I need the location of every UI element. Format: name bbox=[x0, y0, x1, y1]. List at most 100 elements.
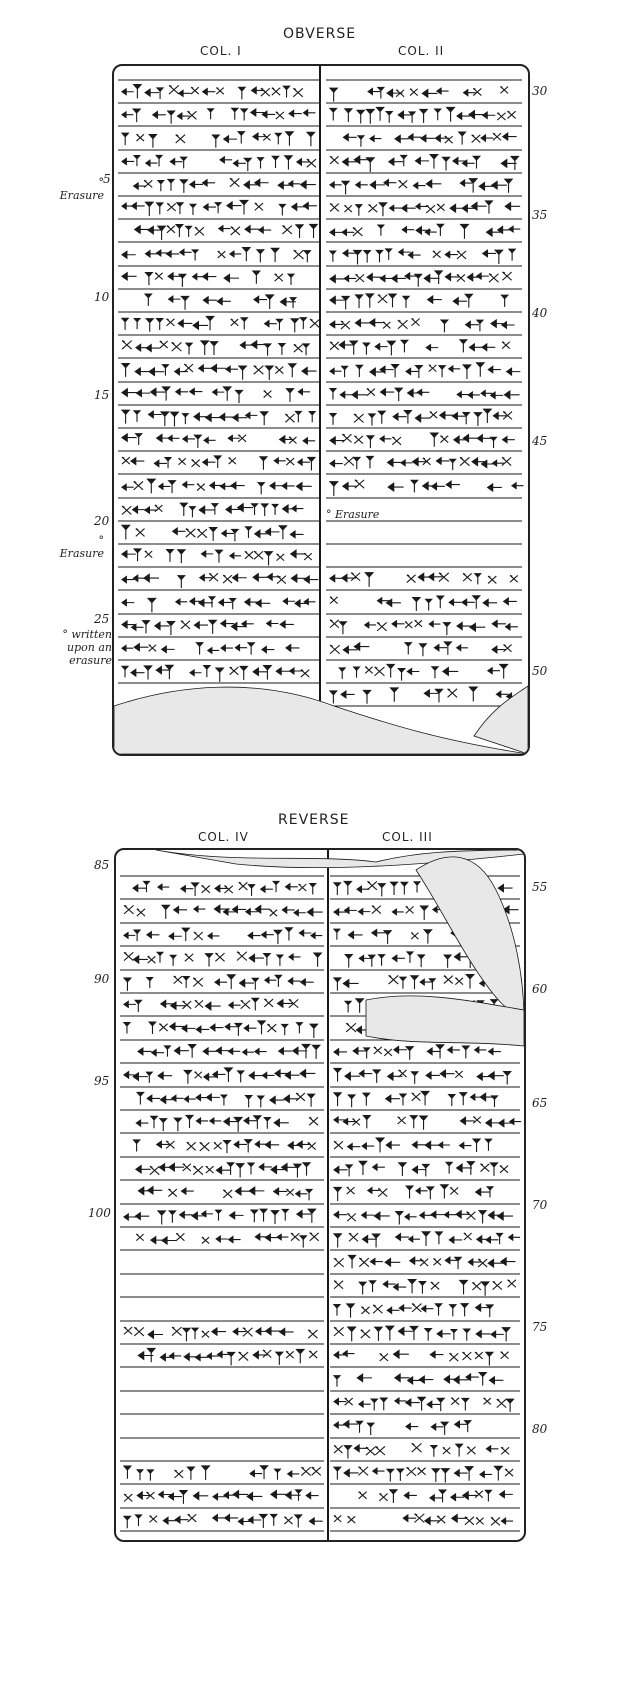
cuneiform-wedge bbox=[295, 1348, 306, 1364]
cuneiform-wedge bbox=[426, 1400, 441, 1409]
cuneiform-wedge bbox=[132, 1139, 141, 1152]
cuneiform-wedge bbox=[184, 953, 194, 962]
cuneiform-wedge bbox=[365, 1446, 376, 1456]
cuneiform-wedge bbox=[134, 1164, 151, 1175]
cuneiform-wedge bbox=[466, 1211, 476, 1221]
cuneiform-wedge bbox=[236, 502, 254, 513]
cuneiform-wedge bbox=[202, 202, 216, 212]
reverse-tablet-drawing bbox=[114, 848, 526, 1542]
cuneiform-wedge bbox=[178, 248, 192, 257]
line-number: 70 bbox=[532, 1198, 548, 1212]
cuneiform-wedge bbox=[166, 318, 175, 327]
cuneiform-wedge bbox=[371, 905, 382, 914]
cuneiform-wedge bbox=[132, 929, 142, 942]
cuneiform-wedge bbox=[484, 1351, 495, 1366]
cuneiform-wedge bbox=[183, 363, 194, 373]
cuneiform-wedge bbox=[329, 619, 340, 629]
cuneiform-wedge bbox=[428, 364, 437, 373]
cuneiform-wedge bbox=[489, 436, 498, 449]
cuneiform-wedge bbox=[312, 952, 323, 967]
cuneiform-wedge bbox=[121, 619, 137, 630]
cuneiform-wedge bbox=[155, 202, 165, 215]
cuneiform-wedge bbox=[239, 108, 249, 121]
cuneiform-wedge bbox=[463, 1420, 473, 1433]
cuneiform-wedge bbox=[425, 1070, 440, 1080]
cuneiform-wedge bbox=[428, 1493, 443, 1503]
erasure-note-text: Erasure bbox=[59, 547, 104, 560]
cuneiform-wedge bbox=[447, 688, 458, 698]
cuneiform-wedge bbox=[416, 954, 426, 968]
cuneiform-wedge bbox=[367, 880, 378, 891]
cuneiform-wedge bbox=[282, 225, 293, 235]
cuneiform-wedge bbox=[226, 1162, 236, 1175]
cuneiform-wedge bbox=[258, 456, 269, 470]
cuneiform-wedge bbox=[448, 1304, 458, 1317]
cuneiform-wedge bbox=[121, 505, 132, 515]
cuneiform-wedge bbox=[134, 433, 143, 446]
obverse-col-left-heading: COL. I bbox=[200, 44, 242, 58]
cuneiform-wedge bbox=[187, 1043, 197, 1058]
cuneiform-wedge bbox=[472, 87, 482, 96]
cuneiform-wedge bbox=[462, 433, 478, 443]
cuneiform-wedge bbox=[220, 644, 233, 653]
cuneiform-wedge bbox=[422, 457, 431, 466]
cuneiform-wedge bbox=[407, 1235, 421, 1244]
cuneiform-wedge bbox=[484, 1489, 493, 1502]
cuneiform-wedge bbox=[144, 159, 158, 168]
cuneiform-wedge bbox=[387, 293, 398, 308]
cuneiform-wedge bbox=[445, 106, 456, 122]
line-number: 75 bbox=[532, 1320, 548, 1334]
cuneiform-wedge bbox=[342, 645, 358, 655]
cuneiform-wedge bbox=[485, 1235, 499, 1244]
cuneiform-wedge bbox=[219, 619, 235, 628]
cuneiform-wedge bbox=[368, 203, 378, 213]
damaged-area bbox=[415, 856, 524, 1021]
cuneiform-wedge bbox=[439, 1069, 455, 1079]
cuneiform-wedge bbox=[158, 1118, 168, 1132]
cuneiform-wedge bbox=[281, 481, 295, 491]
cuneiform-wedge bbox=[431, 1468, 441, 1482]
cuneiform-wedge bbox=[134, 366, 150, 377]
cuneiform-wedge bbox=[188, 180, 204, 189]
cuneiform-wedge bbox=[492, 411, 507, 421]
cuneiform-wedge bbox=[357, 1400, 371, 1409]
cuneiform-wedge bbox=[491, 619, 506, 629]
cuneiform-wedge bbox=[168, 1188, 178, 1197]
cuneiform-wedge bbox=[328, 87, 339, 102]
cuneiform-wedge bbox=[405, 367, 419, 376]
cuneiform-wedge bbox=[371, 1163, 385, 1172]
cuneiform-wedge bbox=[410, 1071, 420, 1084]
cuneiform-wedge bbox=[192, 977, 204, 987]
cuneiform-wedge bbox=[503, 644, 512, 653]
cuneiform-wedge bbox=[308, 223, 319, 239]
cuneiform-wedge bbox=[165, 549, 175, 562]
cuneiform-wedge bbox=[256, 1095, 266, 1108]
cuneiform-wedge bbox=[295, 1092, 306, 1102]
cuneiform-wedge bbox=[121, 456, 131, 465]
cuneiform-wedge bbox=[328, 481, 339, 496]
cuneiform-wedge bbox=[238, 1351, 249, 1361]
cuneiform-wedge bbox=[371, 1467, 385, 1476]
cuneiform-wedge bbox=[146, 1094, 161, 1103]
cuneiform-wedge bbox=[201, 178, 216, 188]
cuneiform-wedge bbox=[121, 644, 134, 653]
cuneiform-wedge bbox=[230, 481, 245, 491]
cuneiform-wedge bbox=[132, 410, 142, 422]
cuneiform-wedge bbox=[449, 1492, 464, 1502]
cuneiform-wedge bbox=[135, 388, 151, 398]
cuneiform-wedge bbox=[455, 643, 468, 652]
cuneiform-wedge bbox=[294, 1489, 303, 1501]
cuneiform-wedge bbox=[192, 320, 209, 331]
cuneiform-wedge bbox=[375, 249, 384, 263]
cuneiform-wedge bbox=[180, 1186, 194, 1196]
cuneiform-wedge bbox=[157, 1490, 172, 1499]
cuneiform-wedge bbox=[490, 1330, 504, 1339]
cuneiform-wedge bbox=[193, 620, 208, 630]
cuneiform-wedge bbox=[438, 572, 450, 582]
cuneiform-wedge bbox=[399, 339, 409, 353]
cuneiform-wedge bbox=[390, 273, 407, 284]
cuneiform-wedge bbox=[333, 1514, 342, 1523]
cuneiform-wedge bbox=[417, 1281, 427, 1294]
cuneiform-wedge bbox=[170, 1094, 184, 1103]
cuneiform-wedge bbox=[428, 153, 439, 169]
